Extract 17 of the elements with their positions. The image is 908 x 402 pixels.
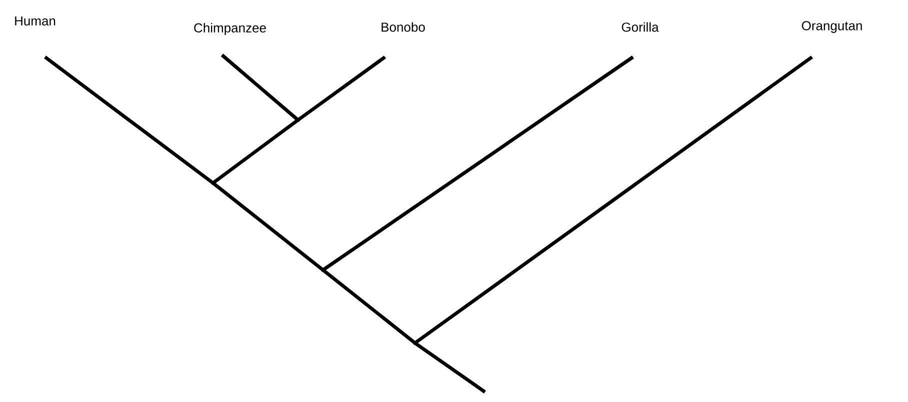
species-label: Gorilla — [622, 22, 659, 32]
branch-line — [414, 56, 814, 344]
branch-line — [322, 268, 416, 344]
branch-line — [212, 182, 324, 272]
branch-point — [321, 268, 325, 272]
branch-line — [44, 56, 214, 184]
branch-line — [212, 118, 300, 184]
branch-line — [322, 56, 634, 272]
species-label: Bonobo — [382, 22, 425, 32]
species-label: Human — [15, 16, 56, 26]
species-label: Orangutan — [802, 21, 862, 33]
species-label: Chimpanzee — [194, 22, 266, 36]
branch-line — [414, 342, 486, 394]
branch-line — [220, 54, 300, 122]
branch-point — [296, 118, 300, 122]
branch-point — [413, 341, 417, 345]
branch-line — [296, 56, 386, 122]
